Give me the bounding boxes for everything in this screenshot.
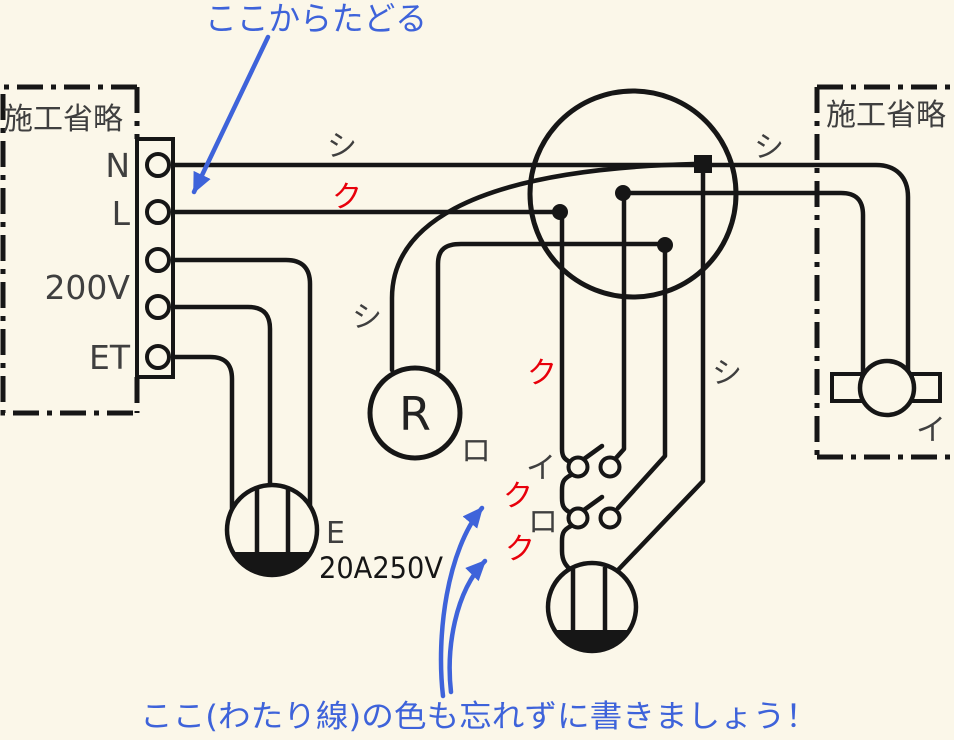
omitted-box-left: 施工省略 [0,84,140,416]
terminal-200v-2 [145,294,171,320]
outlet-100v-earth-segment [555,630,629,651]
terminal-block: N L 200V ET [44,137,175,379]
ceiling-lamp: イ [830,358,946,448]
wire-label-white-receptacle: シ [352,300,382,335]
terminal-l-label: L [112,194,131,233]
terminal-n-label: N [105,146,130,185]
omitted-label-left: 施工省略 [3,102,123,137]
connection-dot-live [552,204,568,220]
lamp-receptacle-circle [367,365,463,461]
wire-earth [166,354,235,511]
wire-label-black-watari-switch: ク [503,479,533,514]
wire-receptacle-return [435,241,664,373]
switch-ro-blade [581,494,605,513]
switch-i-blade [581,443,605,462]
switch-ro-label: ロ [528,505,558,540]
connection-square-neutral [694,155,712,173]
wire-label-white-source: シ [327,129,357,164]
wires [166,161,911,574]
trace-hint-arrow [191,34,271,195]
wire-neutral-main [166,162,911,377]
wire-label-black-source: ク [332,180,362,215]
wire-watari-switch [559,472,574,516]
wire-receptacle-white [389,161,697,373]
outlet-200v-earth-label: E [326,516,345,551]
switch-i-contact-left [566,455,590,479]
wire-200v-a [166,257,313,508]
connection-dot-lamp-i [615,185,631,201]
junction-box-circle [527,88,739,300]
outlet-100v [545,560,639,654]
switch-ro-contact-right [598,506,622,530]
omitted-box-right: 施工省略 [814,84,954,460]
switch-i-contact-right [598,455,622,479]
switches: イ ロ [526,443,622,540]
switch-ro-contact-left [566,506,590,530]
wire-label-white-lamp: シ [754,130,784,165]
lamp-receptacle-letter: R [399,387,431,441]
wire-switch-ro-return [615,246,668,511]
terminal-l [145,199,171,225]
trace-hint-text: ここからたどる [205,0,427,38]
terminal-200v-label: 200V [44,268,130,307]
watari-arrow-lower [447,558,488,695]
annotations: ここからたどる ここ(わたり線)の色も忘れずに書きましょう！ [140,0,818,735]
wire-label-black-watari-outlet: ク [505,532,535,567]
connection-dot-receptacle [657,237,673,253]
lamp-receptacle: R ロ [367,365,491,469]
lamp-receptacle-circuit-label: ロ [461,434,491,469]
terminal-et [145,344,171,370]
wire-outlet-white [615,169,706,573]
terminal-200v-1 [145,247,171,273]
outlet-200v-rating: 20A250V [319,551,443,585]
ceiling-lamp-circuit-label: イ [916,413,946,448]
outlet-100v-circle [545,560,639,654]
wire-lamp-i-return [620,190,866,378]
wire-watari-outlet [559,523,575,574]
dashed-border-left [0,84,138,416]
outlet-200v-earth-segment [233,552,311,575]
wire-label-black-switch-feed: ク [527,356,557,391]
outlet-200v: E 20A250V [224,482,443,585]
watari-arrow-upper [438,505,485,699]
wire-label-white-outlet: シ [712,356,742,391]
omitted-label-right: 施工省略 [826,98,946,133]
wire-switch-feed [559,211,573,465]
wire-200v-b [166,304,273,489]
outlet-200v-slots [254,489,291,552]
switch-i-label: イ [526,451,556,486]
watari-note-text: ここ(わたり線)の色も忘れずに書きましょう！ [140,699,818,735]
ceiling-lamp-flange-left [830,372,864,403]
dashed-border-right [814,84,954,460]
terminal-et-label: ET [89,338,131,377]
wire-switch-i-return [613,192,627,461]
ceiling-lamp-circle [857,358,917,418]
outlet-100v-slots [570,567,608,630]
terminal-n [145,152,171,178]
